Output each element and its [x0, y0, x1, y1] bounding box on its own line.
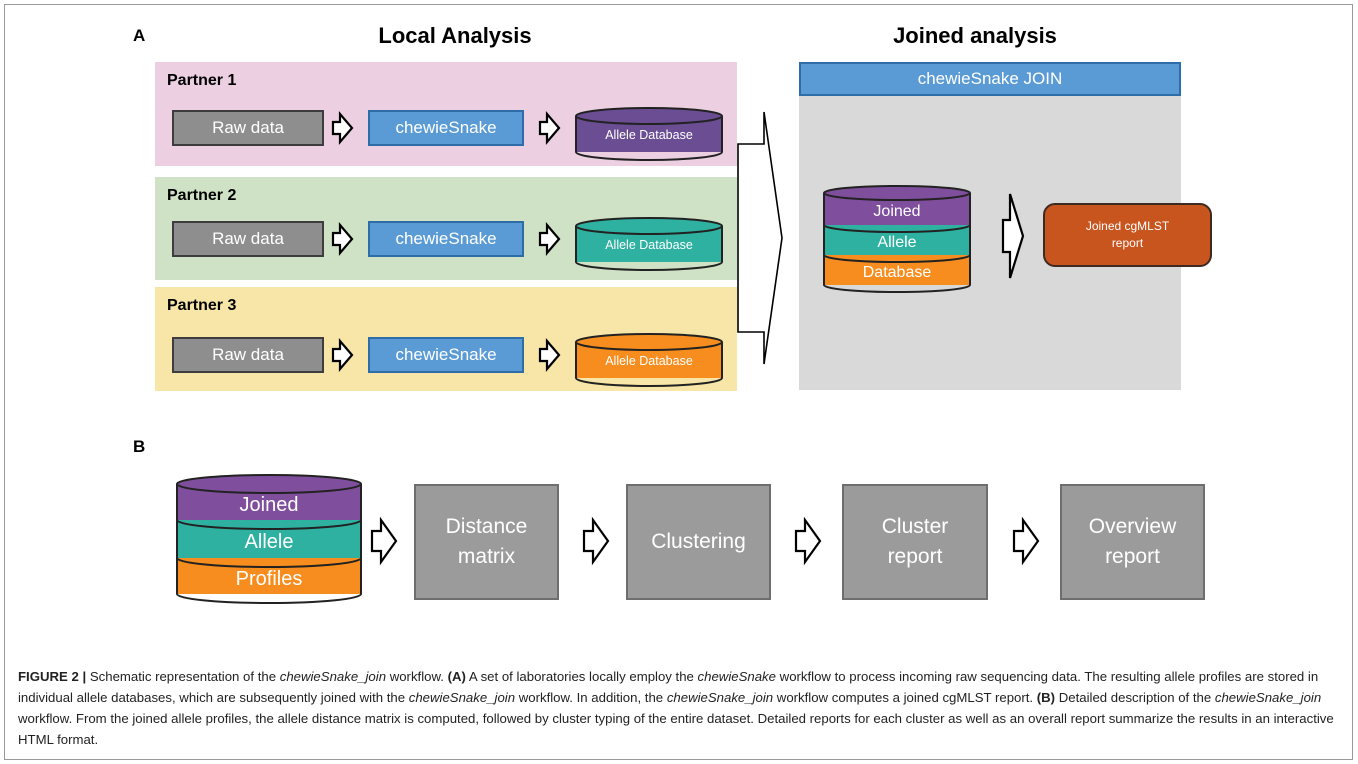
arrow-icon [331, 111, 354, 145]
partner-1-allele-database-icon [575, 107, 723, 161]
distance-matrix-line-1: Distance [445, 515, 528, 538]
joined-cgmlst-report-box: Joined cgMLST report [1043, 203, 1212, 267]
distance-matrix-step: Distance matrix [414, 484, 559, 600]
partner-3-allele-database-icon [575, 333, 723, 387]
caption-figure-label: FIGURE 2 | [18, 669, 87, 684]
joined-allele-database-icon [823, 185, 971, 293]
arrow-icon [538, 338, 561, 372]
clustering-step: Clustering [626, 484, 771, 600]
panel-b-label: B [133, 437, 146, 456]
joined-report-line-1: Joined cgMLST [1085, 219, 1170, 233]
partner-3-raw-data: Raw data [172, 337, 324, 373]
caption-text: A set of laboratories locally employ the [465, 669, 698, 684]
distance-matrix-line-2: matrix [457, 545, 516, 568]
partner-1-raw-data: Raw data [172, 110, 324, 146]
overview-report-line-2: report [1105, 545, 1160, 568]
cluster-report-step: Cluster report [842, 484, 988, 600]
partner-2-raw-data: Raw data [172, 221, 324, 257]
profiles-db-layer-3: Profiles [236, 568, 303, 590]
figure-caption: FIGURE 2 | Schematic representation of t… [18, 666, 1340, 750]
caption-workflow-name: chewieSnake_join [408, 690, 516, 705]
joined-db-layer-1: Joined [873, 203, 920, 220]
panel-a-label: A [133, 26, 146, 45]
joined-analysis-heading: Joined analysis [893, 23, 1057, 48]
chewiesnake-join-header: chewieSnake JOIN [799, 62, 1181, 96]
arrow-icon [331, 338, 354, 372]
caption-workflow-name: chewieSnake_join [279, 669, 387, 684]
overview-report-step: Overview report [1060, 484, 1205, 600]
caption-panel-b-label: (B) [1036, 690, 1056, 705]
partner-1-label: Partner 1 [167, 72, 237, 89]
arrow-icon [794, 516, 822, 566]
caption-text: Detailed description of the [1055, 690, 1215, 705]
cluster-report-line-2: report [887, 545, 943, 568]
overview-report-line-1: Overview [1088, 515, 1177, 538]
caption-workflow-name: chewieSnake [697, 669, 776, 684]
partner-2-chewiesnake: chewieSnake [368, 221, 524, 257]
arrow-icon [331, 222, 354, 256]
caption-panel-a-label: (A) [447, 669, 466, 684]
figure-frame [4, 4, 1353, 760]
big-join-arrow-icon [737, 111, 783, 365]
profiles-db-layer-1: Joined [240, 494, 299, 516]
profiles-db-layer-2: Allele [245, 531, 294, 553]
local-analysis-heading: Local Analysis [378, 23, 532, 48]
caption-text: workflow. From the joined allele profile… [18, 711, 1334, 747]
joined-report-line-2: report [1111, 236, 1144, 250]
partner-1-db-label: Allele Database [605, 128, 693, 142]
joined-db-layer-2: Allele [877, 234, 916, 251]
arrow-icon [538, 111, 561, 145]
cluster-report-line-1: Cluster [881, 515, 949, 538]
caption-text: workflow. In addition, the [515, 690, 667, 705]
arrow-icon [1001, 193, 1025, 279]
partner-1-chewiesnake: chewieSnake [368, 110, 524, 146]
caption-text: workflow computes a joined cgMLST report… [773, 690, 1037, 705]
arrow-icon [538, 222, 561, 256]
caption-workflow-name: chewieSnake_join [1214, 690, 1322, 705]
partner-2-label: Partner 2 [167, 187, 237, 204]
arrow-icon [370, 516, 398, 566]
clustering-label: Clustering [651, 530, 746, 553]
partner-3-label: Partner 3 [167, 297, 237, 314]
arrow-icon [582, 516, 610, 566]
partner-3-chewiesnake: chewieSnake [368, 337, 524, 373]
caption-workflow-name: chewieSnake_join [666, 690, 774, 705]
joined-allele-profiles-database-icon [176, 474, 362, 604]
caption-text: workflow. [386, 669, 448, 684]
caption-text: workflow to process incoming raw sequenc… [18, 669, 1319, 705]
arrow-icon [1012, 516, 1040, 566]
caption-text: Schematic representation of the [86, 669, 280, 684]
partner-2-db-label: Allele Database [605, 238, 693, 252]
partner-2-allele-database-icon [575, 217, 723, 271]
partner-3-db-label: Allele Database [605, 354, 693, 368]
joined-db-layer-3: Database [863, 264, 932, 281]
